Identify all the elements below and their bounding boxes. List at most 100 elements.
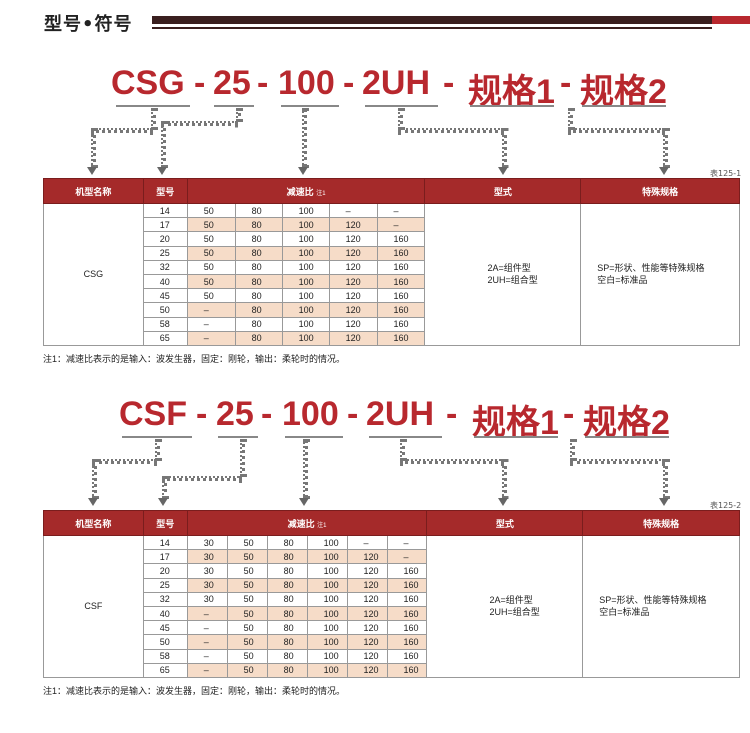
size-cell: 45 (142, 620, 188, 636)
size-cell: 32 (142, 591, 188, 607)
code-underline (122, 436, 192, 438)
code-size: 25 (213, 64, 251, 102)
code-sep: - (257, 64, 269, 102)
ratio-cell: 50 (226, 662, 268, 678)
ratio-cell: 160 (376, 288, 426, 304)
code-sep: - (196, 395, 208, 433)
connector (236, 108, 241, 122)
ratio-cell: 50 (186, 259, 236, 275)
ratio-cell: 120 (346, 620, 388, 636)
ratio-cell: 100 (306, 534, 348, 551)
arrow-icon (659, 498, 669, 506)
table-row: 20 50 80 100 120 160 (44, 231, 740, 247)
ratio-cell: 80 (234, 217, 283, 233)
ratio-cell: 80 (234, 288, 283, 304)
ratio-cell: 100 (306, 563, 348, 579)
ratio-cell: 160 (376, 245, 426, 261)
ratio-cell: 160 (386, 577, 428, 593)
ratio-cell: 120 (328, 273, 378, 290)
ratio-cell: – (386, 534, 428, 551)
ratio-cell: 50 (226, 549, 268, 565)
ratio-cell: 120 (346, 563, 388, 579)
connector (400, 459, 504, 464)
size-cell: 20 (142, 563, 188, 579)
ratio-cell: 80 (266, 563, 308, 579)
size-cell: 65 (142, 662, 188, 678)
table-row: 17 30 50 80 100 120 – (44, 549, 740, 565)
table-row: 50 – 80 100 120 160 (44, 302, 740, 318)
ratio-cell: – (328, 202, 378, 219)
arrow-icon (157, 167, 167, 175)
ratio-cell: 50 (186, 202, 236, 219)
size-cell: 50 (142, 302, 188, 318)
ratio-cell: 120 (328, 316, 378, 332)
code-sep: - (261, 395, 273, 433)
table-row: 65 – 80 100 120 160 (44, 330, 740, 346)
table-number: 表125-1 (710, 169, 742, 178)
ratio-cell: 120 (346, 648, 388, 664)
ratio-cell: 30 (186, 591, 228, 607)
ratio-cell: 80 (266, 648, 308, 664)
ratio-cell: – (186, 662, 228, 678)
ratio-cell: 80 (234, 330, 283, 346)
ratio-cell: 100 (306, 634, 348, 650)
ratio-cell: 80 (234, 231, 283, 247)
size-cell: 50 (142, 634, 188, 650)
header-special: 特殊规格 (580, 178, 740, 204)
ratio-cell: 80 (266, 634, 308, 650)
ratio-cell: 160 (386, 620, 428, 636)
ratio-cell: 160 (386, 648, 428, 664)
ratio-cell: 120 (346, 577, 388, 593)
connector (155, 439, 160, 461)
ratio-cell: 80 (234, 202, 283, 219)
size-cell: 25 (142, 577, 188, 593)
connector (502, 128, 507, 168)
ratio-cell: 50 (186, 273, 236, 290)
connector (162, 476, 242, 481)
header-size: 型号 (142, 178, 188, 204)
table-row: 40 50 80 100 120 160 (44, 273, 740, 290)
arrow-icon (498, 498, 508, 506)
arrow-icon (88, 498, 98, 506)
connector (663, 459, 668, 499)
size-cell: 32 (142, 259, 188, 275)
ratio-cell: 50 (226, 591, 268, 607)
code-underline (116, 105, 190, 107)
ratio-cell: 80 (234, 316, 283, 332)
ratio-cell: 50 (226, 534, 268, 551)
ratio-cell: 120 (328, 259, 378, 275)
ratio-cell: 80 (234, 273, 283, 290)
ratio-cell: 50 (226, 605, 268, 622)
header-ratio: 减速比 注1 (186, 178, 426, 204)
ratio-cell: 100 (306, 591, 348, 607)
ratio-cell: 160 (376, 330, 426, 346)
ratio-cell: 50 (226, 620, 268, 636)
size-cell: 17 (142, 549, 188, 565)
connector (398, 128, 504, 133)
code-sep: - (343, 64, 355, 102)
ratio-cell: – (186, 620, 228, 636)
ratio-cell: 30 (186, 577, 228, 593)
ratio-cell: 50 (226, 648, 268, 664)
connector (663, 128, 668, 168)
arrow-icon (299, 498, 309, 506)
code-underline (365, 105, 438, 107)
size-cell: 25 (142, 245, 188, 261)
ratio-cell: 160 (376, 316, 426, 332)
ratio-cell: – (186, 605, 228, 622)
ratio-cell: 50 (186, 288, 236, 304)
ratio-cell: – (186, 634, 228, 650)
code-underline (585, 436, 669, 438)
code-underline (470, 105, 554, 107)
ratio-cell: 80 (266, 549, 308, 565)
model-code: CSF - 25 - 100 - 2UH - 规格1 - 规格2 (0, 395, 750, 445)
table-row: 65 – 50 80 100 120 160 (44, 662, 740, 678)
size-cell: 40 (142, 273, 188, 290)
code-sep: - (347, 395, 359, 433)
arrow-icon (298, 167, 308, 175)
ratio-cell: 80 (266, 577, 308, 593)
code-spec2: 规格2 (583, 404, 670, 442)
ratio-cell: 160 (386, 634, 428, 650)
